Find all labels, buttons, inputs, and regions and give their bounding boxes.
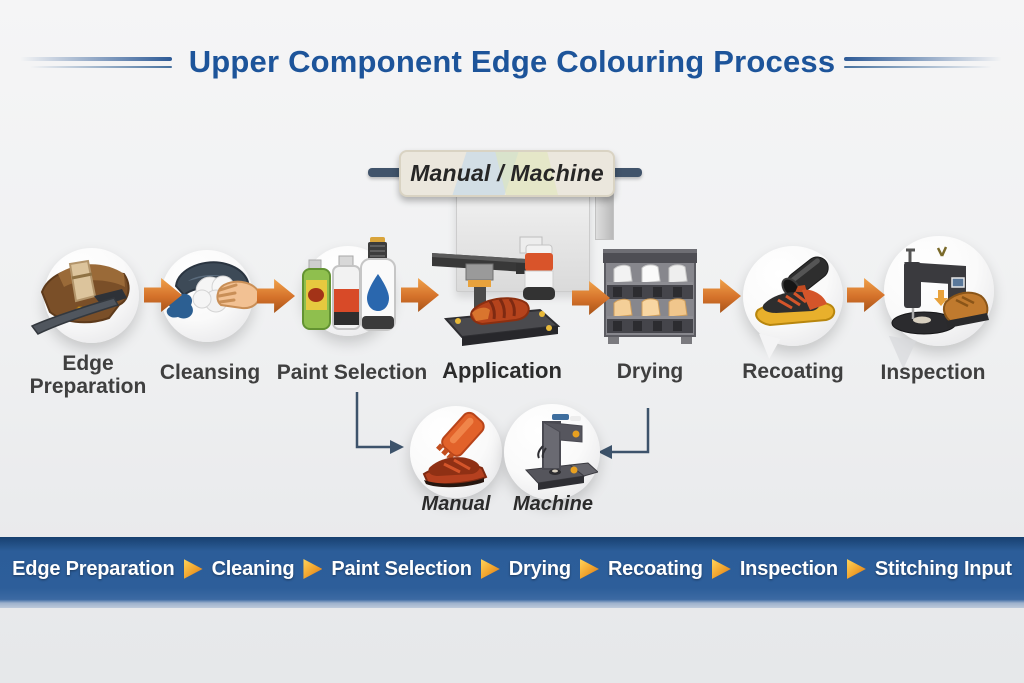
step-label-inspection: Inspection	[880, 361, 986, 384]
bar-step-recoating: Recoating	[607, 557, 703, 580]
title-decor-line-right-top	[844, 57, 1002, 61]
title-decor-line-left-bottom	[30, 66, 172, 68]
bar-step-drying: Drying	[508, 557, 571, 580]
title-decor-line-left-top	[20, 57, 172, 61]
step-label-paint-selection: Paint Selection	[276, 361, 428, 384]
bar-arrow-icon	[846, 559, 866, 579]
edge-finishing-machine-icon	[524, 414, 598, 490]
bar-step-inspection: Inspection	[739, 557, 838, 580]
bar-step-stitching-input: Stitching Input	[874, 557, 1012, 580]
page-title: Upper Component Edge Colouring Process	[188, 44, 836, 79]
step-label-cleansing: Cleansing	[159, 361, 261, 384]
drying-rack-icon	[603, 249, 697, 344]
branch-label-manual: Manual	[421, 493, 491, 515]
branch-label-machine: Machine	[512, 493, 594, 515]
manual-machine-sign-label: Manual / Machine	[410, 160, 604, 186]
process-summary-row: Edge Preparation Cleaning Paint Selectio…	[0, 537, 1024, 601]
bar-arrow-icon	[480, 559, 500, 579]
bar-step-edge-preparation: Edge Preparation	[12, 557, 175, 580]
manual-machine-sign: Manual / Machine	[399, 150, 615, 197]
step-label-drying: Drying	[616, 360, 684, 383]
step-label-edge-preparation: Edge Preparation	[29, 352, 147, 399]
flow-arrow-5	[703, 279, 741, 313]
bar-arrow-icon	[579, 559, 599, 579]
step-label-recoating: Recoating	[742, 360, 844, 383]
bar-step-paint-selection: Paint Selection	[331, 557, 472, 580]
sewing-machine-shoe-icon	[891, 246, 989, 335]
flow-arrow-6	[847, 278, 885, 312]
step-label-application: Application	[442, 358, 562, 383]
bar-step-cleaning: Cleaning	[211, 557, 295, 580]
leather-edge-tool-icon	[30, 259, 130, 335]
bar-arrow-icon	[183, 559, 203, 579]
process-summary-bar: Edge Preparation Cleaning Paint Selectio…	[0, 537, 1024, 608]
bar-arrow-icon	[303, 559, 323, 579]
edge-colouring-machine-icon	[432, 236, 561, 346]
paint-roller-shoe-icon	[755, 256, 836, 327]
hand-tool-shoe-icon	[422, 411, 488, 488]
bar-arrow-icon	[711, 559, 731, 579]
paint-bottles-icon	[302, 237, 396, 331]
title-decor-line-right-bottom	[844, 66, 992, 68]
